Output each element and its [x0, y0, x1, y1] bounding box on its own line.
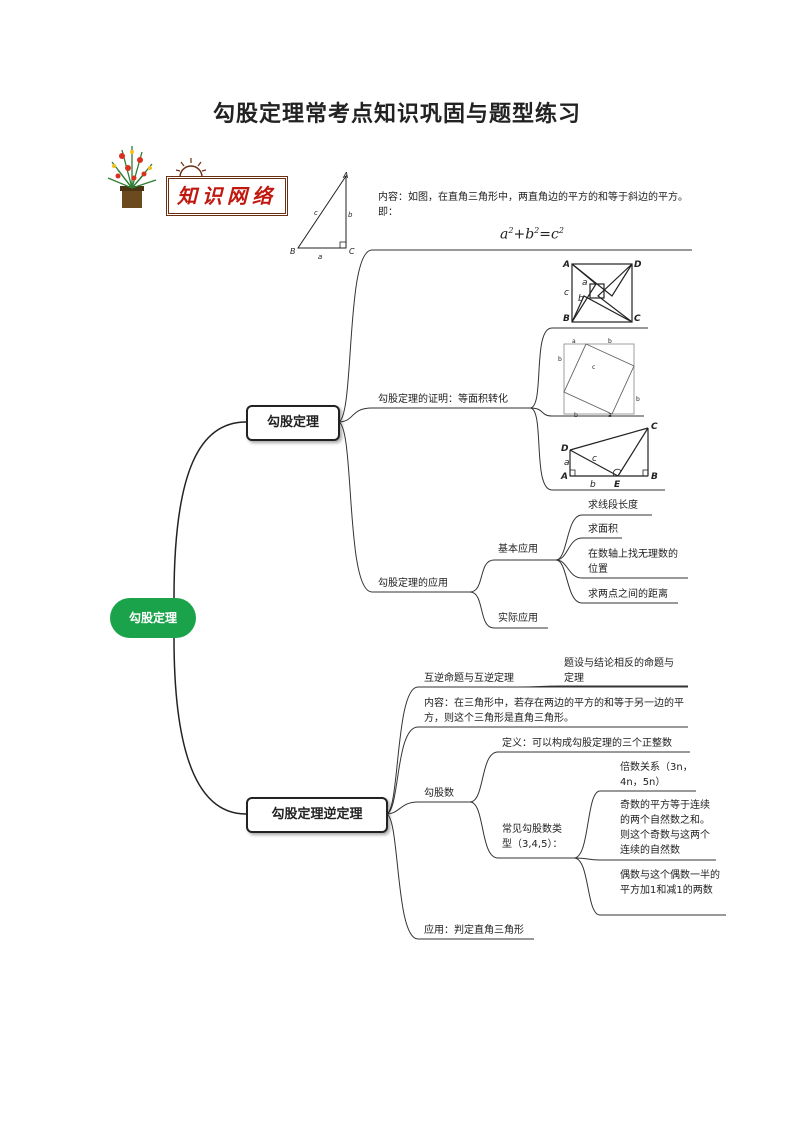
- sq2-label-b-left: b: [558, 356, 562, 363]
- right-triangle-figure: [292, 168, 350, 256]
- proof-trapezoid: [569, 427, 649, 477]
- basic-item-segment-length: 求线段长度: [588, 500, 638, 511]
- common-triples-label: 常见勾股数类型（3,4,5）：: [502, 824, 563, 850]
- basic-item-area: 求面积: [588, 524, 618, 535]
- application-label: 勾股定理的应用: [378, 578, 448, 589]
- sq1-label-B: B: [563, 314, 570, 324]
- sq1-label-a: a: [582, 278, 588, 288]
- trap-label-B: B: [651, 472, 658, 482]
- apply-label: 应用：判定直角三角形: [424, 925, 524, 936]
- basic-item-distance: 求两点之间的距离: [588, 589, 668, 600]
- basic-item-irrational-number: 在数轴上找无理数的位置: [588, 549, 678, 575]
- sq2-label-b: b: [608, 338, 612, 345]
- label-b: b: [348, 211, 353, 219]
- sq1-label-A: A: [563, 260, 570, 270]
- pythagorean-formula: a2+b2=c2: [500, 226, 564, 243]
- converse-content: 内容：在三角形中，若存在两边的平方的和等于另一边的平方，则这个三角形是直角三角形…: [424, 698, 684, 724]
- sun-icon: [176, 158, 206, 178]
- sq2-label-b-bottom: b: [574, 412, 578, 419]
- practical-application-label: 实际应用: [498, 613, 538, 624]
- root-node[interactable]: 勾股定理: [110, 598, 196, 638]
- knowledge-network-badge: 知识网络: [166, 176, 288, 216]
- label-A: A: [343, 171, 349, 180]
- branch-converse-theorem[interactable]: 勾股定理逆定理: [246, 797, 388, 833]
- trap-label-b: b: [590, 480, 596, 490]
- sq2-label-a: a: [572, 338, 576, 345]
- trap-label-c: c: [592, 454, 597, 464]
- sq1-label-C: C: [634, 314, 641, 324]
- label-C: C: [349, 247, 355, 256]
- proof-label: 勾股定理的证明：等面积转化: [378, 394, 508, 405]
- sq1-label-D: D: [634, 260, 642, 270]
- proof-square-2: [563, 343, 635, 415]
- sq2-label-c: c: [592, 364, 596, 371]
- sq2-label-a-bottom: a: [608, 412, 612, 419]
- label-a: a: [318, 253, 323, 261]
- page-title: 勾股定理常考点知识巩固与题型练习: [212, 101, 581, 127]
- converse-label: 互逆命题与互逆定理: [424, 673, 514, 684]
- proof-square-1: [571, 263, 633, 323]
- type-multiple: 倍数关系（3n，4n，5n）: [620, 762, 693, 788]
- type-even: 偶数与这个偶数一半的平方加1和减1的两数: [620, 870, 720, 896]
- type-odd: 奇数的平方等于连续的两个自然数之和。则这个奇数与这两个连续的自然数: [620, 800, 710, 856]
- theorem-content: 内容：如图，在直角三角形中，两直角边的平方的和等于斜边的平方。即：: [378, 192, 688, 218]
- plant-icon: [107, 146, 157, 208]
- triples-label: 勾股数: [424, 788, 454, 799]
- trap-label-E: E: [614, 480, 621, 490]
- trap-label-A: A: [561, 472, 568, 482]
- sq1-label-c: c: [564, 288, 569, 298]
- label-B: B: [290, 247, 296, 256]
- sq1-label-b: b: [578, 294, 584, 304]
- triples-definition: 定义：可以构成勾股定理的三个正整数: [502, 738, 672, 749]
- converse-note: 题设与结论相反的命题与定理: [564, 658, 674, 684]
- trap-label-C: C: [651, 422, 658, 432]
- branch-pythagorean-theorem[interactable]: 勾股定理: [246, 405, 340, 441]
- trap-label-a: a: [564, 458, 570, 468]
- trap-label-D: D: [561, 444, 569, 454]
- label-c: c: [314, 209, 318, 217]
- sq2-label-b-right: b: [636, 396, 640, 403]
- basic-application-label: 基本应用: [498, 544, 538, 555]
